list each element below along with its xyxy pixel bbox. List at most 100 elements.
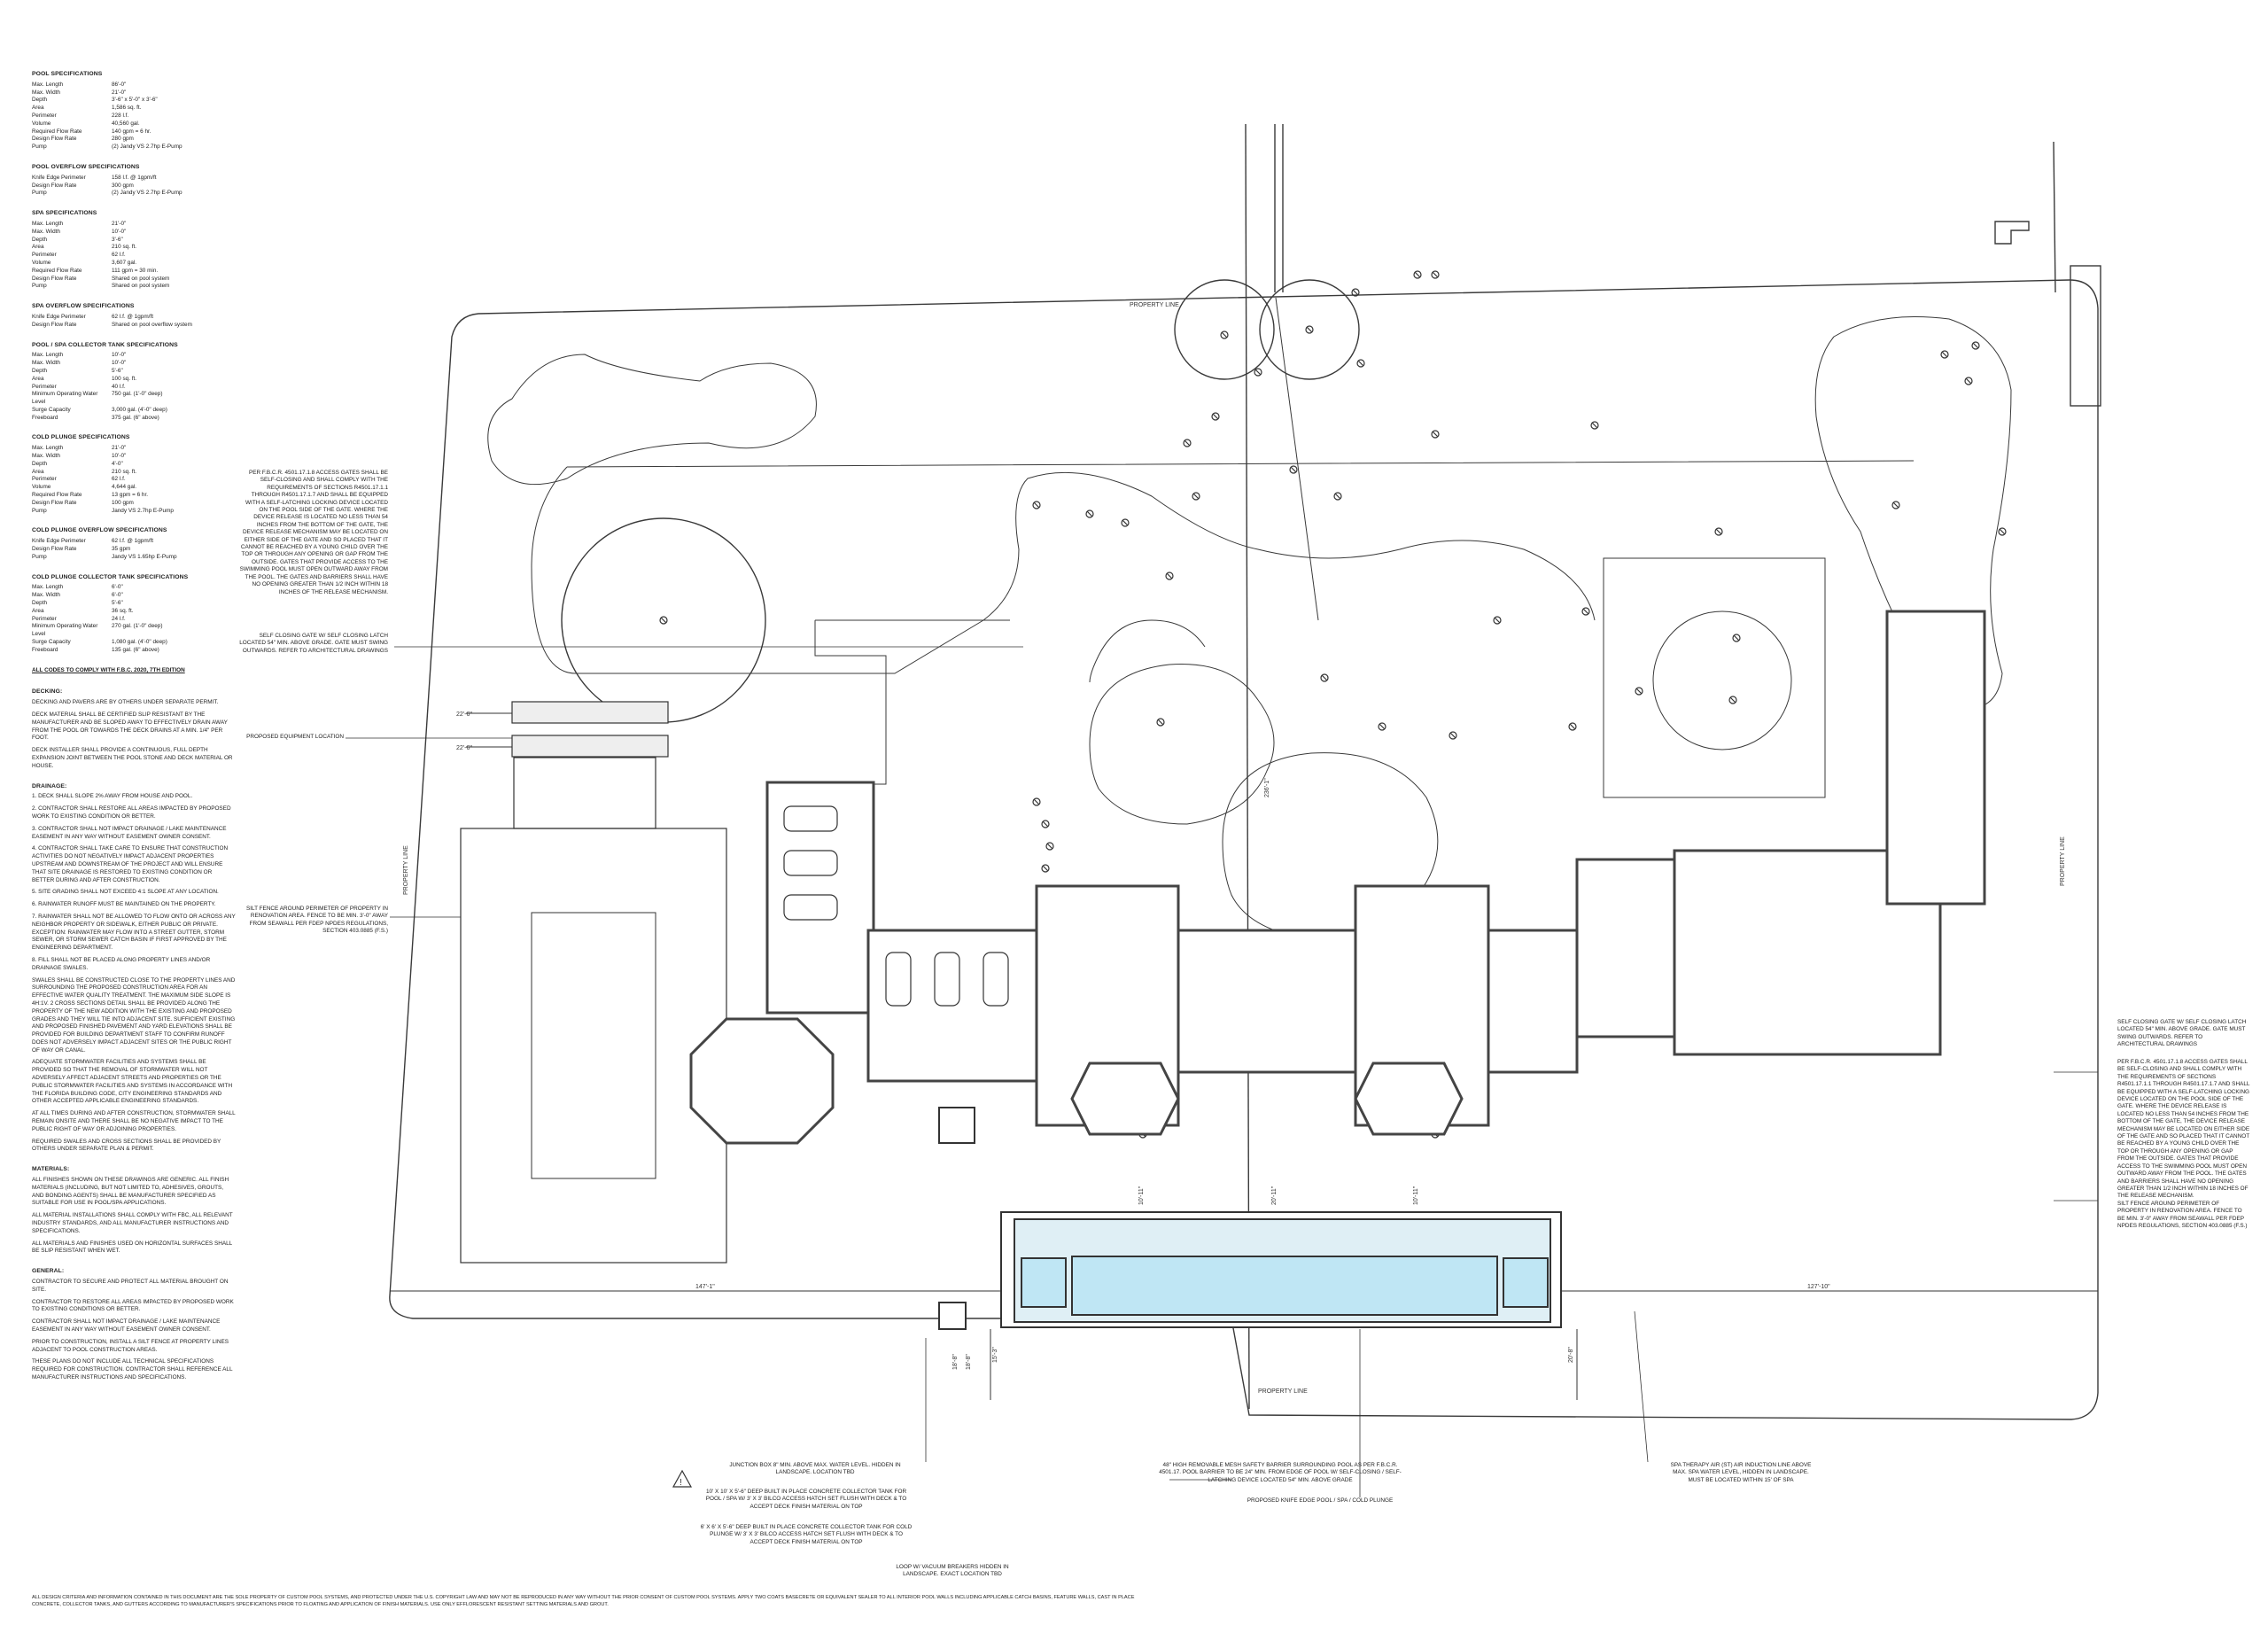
tree-symbol-icon	[1493, 616, 1502, 625]
dim-center-label: 236'-1"	[1264, 778, 1270, 797]
spec-value: 62 l.f.	[112, 476, 126, 483]
spec-key: Required Flow Rate	[32, 267, 82, 274]
spec-value: 10'-0"	[112, 360, 127, 367]
note-paragraph: All material installations shall comply …	[32, 1212, 233, 1234]
dim-g-label: 20'-8"	[1568, 1347, 1574, 1363]
bay-east	[1354, 1061, 1464, 1136]
dim-c-label: 10'-11"	[1413, 1186, 1419, 1205]
neighbor-structure	[2070, 265, 2101, 407]
note-paragraph: 6. Rainwater runoff must be maintained o…	[32, 901, 216, 908]
spec-key: Design Flow Rate	[32, 546, 77, 553]
note-paragraph: Contractor to secure and protect all mat…	[32, 1279, 229, 1293]
spec-key: Perimeter	[32, 252, 57, 259]
tree-symbol-icon	[1728, 696, 1737, 704]
center-line	[1245, 123, 1250, 1410]
note-paragraph: 4. Contractor shall take care to ensure …	[32, 845, 229, 883]
house-wing-a	[1575, 858, 1676, 1038]
tree-symbol-mark	[1334, 493, 1341, 500]
callout-tank-pool: 10' X 10' X 5'-6" DEEP BUILT IN PLACE CO…	[705, 1489, 907, 1510]
tree-symbol-mark	[1254, 369, 1262, 376]
tree-symbol-icon	[1320, 673, 1329, 682]
tree-symbol-icon	[1351, 288, 1360, 297]
dim-e-label: 18'-8"	[966, 1354, 972, 1370]
drainage-notes: DRAINAGE: 1. Deck shall slope 2% away fr…	[32, 783, 236, 1155]
turn-circle-center	[1222, 752, 1439, 940]
spec-value: 10'-0"	[112, 453, 127, 460]
tennis-court-lines	[531, 912, 656, 1179]
dim-d-label: 18'-8"	[952, 1354, 959, 1370]
spec-key: Depth	[32, 97, 48, 104]
callout-vacuum: LOOP W/ VACUUM BREAKERS HIDDEN IN LANDSC…	[896, 1564, 1009, 1578]
tree-symbol-icon	[1121, 518, 1130, 527]
spec-key: Max. Length	[32, 81, 64, 88]
tree-canopy-b	[1259, 279, 1360, 380]
tree-symbol-mark	[1042, 820, 1049, 828]
spec-value: 5'-6"	[112, 600, 123, 607]
cold-plunge	[1021, 1257, 1067, 1308]
note-paragraph: 8. Fill shall not be placed along proper…	[32, 956, 211, 971]
tree-symbol-icon	[1041, 864, 1050, 873]
tree-symbol-icon	[1289, 465, 1298, 474]
spec-value: 228 l.f.	[112, 112, 129, 119]
general-title: GENERAL:	[32, 1268, 65, 1275]
spec-value: 3,000 gal. (4'-0" deep)	[112, 406, 167, 413]
tennis-court-east	[1603, 557, 1826, 798]
tree-symbol-mark	[1941, 351, 1948, 358]
east-circle-lawn	[1652, 610, 1792, 750]
spec-value: 135 gal. (6" above)	[112, 646, 159, 653]
tree-symbol-mark	[1379, 723, 1386, 730]
spec-value: Jandy VS 1.65hp E-Pump	[112, 553, 177, 560]
car-1	[783, 805, 838, 832]
tree-symbol-icon	[1714, 527, 1723, 536]
spec-key: Required Flow Rate	[32, 492, 82, 499]
drainage-title: DRAINAGE:	[32, 782, 67, 789]
spec-value: 21'-0"	[112, 220, 127, 227]
spa-overflow-title: SPA OVERFLOW SPECIFICATIONS	[32, 303, 135, 310]
spec-value: 210 sq. ft.	[112, 468, 137, 475]
dim-equip-2-label: 22'-6"	[456, 745, 472, 751]
tree-symbol-icon	[1635, 687, 1643, 696]
property-boundary	[389, 279, 2099, 1420]
spec-key: Max. Length	[32, 220, 64, 227]
property-line-bottom-label: PROPERTY LINE	[1258, 1388, 1308, 1395]
callout-silt-right: SILT FENCE AROUND PERIMETER OF PROPERTY …	[2117, 1201, 2248, 1230]
spec-value: 40,560 gal.	[112, 120, 140, 127]
spec-value: 62 l.f. @ 1gpm/ft	[112, 538, 153, 545]
landscape-curve-west	[487, 354, 817, 486]
spec-value: 300 gpm	[112, 182, 134, 189]
road-taper	[1275, 297, 1319, 621]
spec-key: Depth	[32, 367, 48, 374]
tree-symbol-icon	[1449, 731, 1457, 740]
tree-symbol-icon	[1032, 797, 1041, 806]
pool-overflow-specs: POOL OVERFLOW SPECIFICATIONS Knife Edge …	[32, 164, 236, 198]
tree-symbol-icon	[1431, 270, 1440, 279]
spec-value: (2) Jandy VS 2.7hp E-Pump	[112, 190, 183, 197]
callout-self-closing-right: SELF CLOSING GATE W/ SELF CLOSING LATCH …	[2117, 1019, 2247, 1048]
callout-gate-code-right: PER F.B.C.R. 4501.17.1.8 ACCESS GATES SH…	[2117, 1059, 2250, 1200]
tree-symbol-mark	[1582, 608, 1589, 615]
revision-triangle-icon: !	[672, 1469, 693, 1488]
tree-symbol-mark	[1635, 688, 1643, 695]
octagon-pavilion	[689, 1017, 835, 1145]
spec-key: Surge Capacity	[32, 639, 71, 646]
note-paragraph: These plans do not include all technical…	[32, 1358, 233, 1380]
